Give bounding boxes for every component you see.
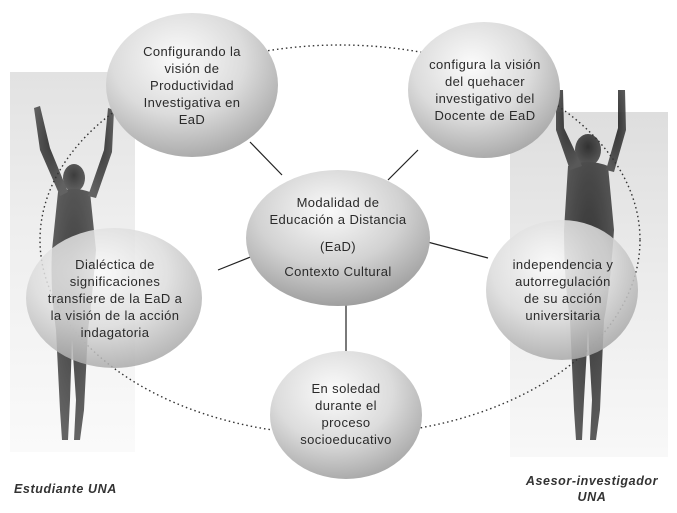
caption-advisor-line2: UNA [577,490,607,504]
center-label: Modalidad de Educación a Distancia (EaD)… [248,172,428,302]
caption-advisor: Asesor-investigador UNA [512,473,672,505]
node-bottom-label: En soledad durante el proceso socioeduca… [300,381,392,447]
node-mid-right-label: independencia y autorregulación de su ac… [512,257,614,323]
node-mid-left-sphere [26,228,202,368]
connector-mid-right [419,239,489,259]
caption-student: Estudiante UNA [14,482,117,496]
node-top-left-sphere [106,13,278,157]
connector-top-right [387,149,419,181]
center-sphere [246,170,430,306]
node-mid-left-label: Dialéctica de significaciones transfiere… [47,256,183,340]
orbit-dotted-ring [39,44,641,436]
node-top-left-label: Configurando la visión de Productividad … [143,43,241,127]
center-title-line2: Educación a Distancia [269,212,407,227]
node-top-right-sphere [408,22,560,158]
caption-advisor-line1: Asesor-investigador [525,474,659,488]
center-title-line4: Contexto Cultural [284,264,392,279]
node-mid-right-sphere [486,220,638,360]
node-top-right-label: configura la visión del quehacer investi… [429,57,541,123]
node-bottom-sphere [270,351,422,479]
connector-top-left [249,141,283,176]
center-title-line3: (EaD) [320,239,356,254]
center-title-line1: Modalidad de [296,195,380,210]
